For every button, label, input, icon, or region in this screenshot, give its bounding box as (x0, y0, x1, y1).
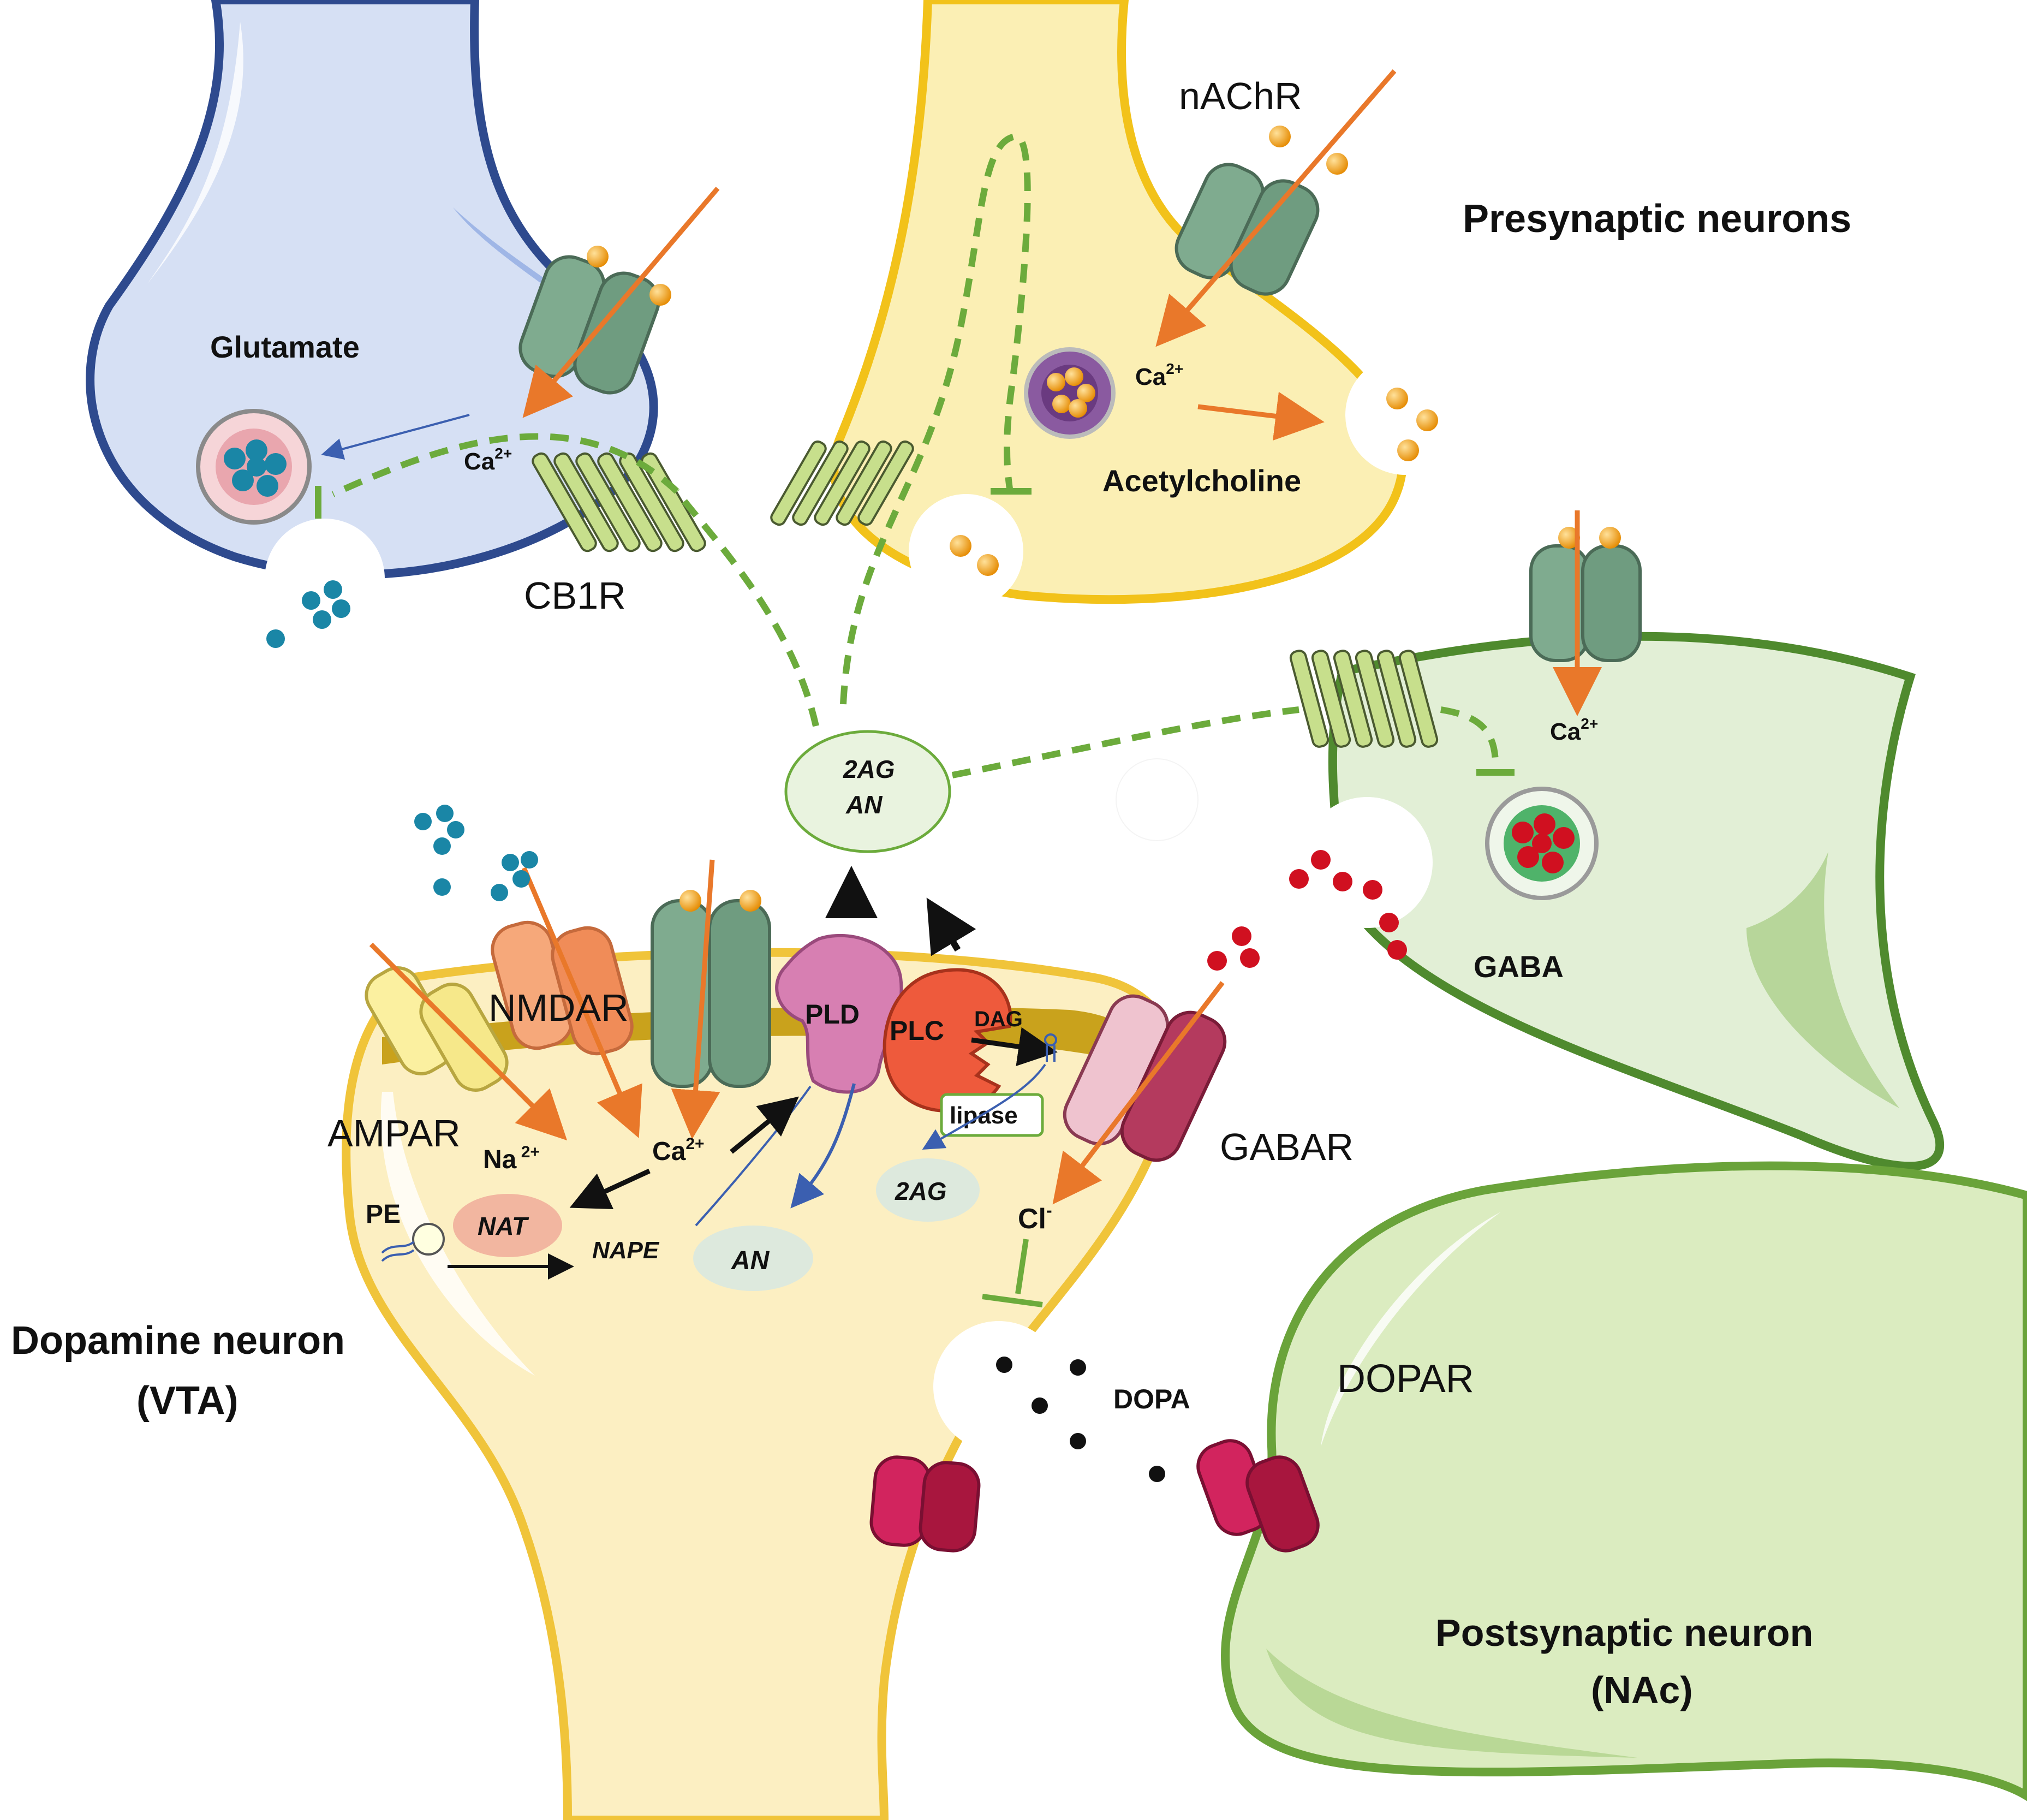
acetylcholine-neuron: nAChR Ca2+ Acetylcholine (770, 0, 1465, 705)
cl-inhibition-line (1015, 1239, 1029, 1294)
pld-to-an-arrow (790, 1083, 856, 1209)
svg-text:Cl-: Cl- (1018, 1200, 1052, 1235)
dopar-receptor-right (1196, 1439, 1320, 1553)
ca-to-pld-arrow (730, 1096, 799, 1154)
na-label: Na (483, 1145, 517, 1174)
glutamate-release (265, 519, 385, 648)
gabar-label: GABAR (1220, 1126, 1354, 1168)
ach-release-left (909, 494, 1023, 609)
acetylcholine-label: Acetylcholine (1102, 463, 1301, 498)
ecb-an-label: AN (845, 790, 883, 819)
ca-influx-arrow-glutamate (522, 187, 720, 418)
pe-molecule (381, 1223, 445, 1262)
ampar-label: AMPAR (327, 1112, 461, 1155)
ca-influx-arrow-dopamine (671, 859, 720, 1139)
cb1r-receptor-glutamate (532, 452, 706, 552)
ach-vesicle (1024, 347, 1116, 439)
retrograde-glutamate-path (674, 489, 819, 727)
twoag-label: 2AG (895, 1177, 947, 1205)
cb1r-receptor-gaba (1289, 650, 1439, 748)
nape-label: NAPE (592, 1237, 660, 1264)
plc-to-ecb-arrow (926, 897, 976, 956)
ca-influx-arrow-nmdar (521, 867, 642, 1138)
inhibition-bar-dopa (982, 1294, 1043, 1307)
ca-label-dopamine: Ca (652, 1137, 686, 1166)
an-label: AN (731, 1246, 770, 1275)
presynaptic-label: Presynaptic neurons (1463, 197, 1851, 241)
lipase-box: lipase (940, 1093, 1044, 1137)
cb1r-label: CB1R (524, 574, 626, 617)
nachr-channel-gaba (1529, 527, 1642, 662)
cl-label: Cl (1018, 1203, 1046, 1235)
ca-influx-arrow-ach (1155, 69, 1397, 347)
nape-to-pld-line (695, 1085, 812, 1227)
dopa-label: DOPA (1113, 1384, 1190, 1414)
dag-molecule (1044, 1033, 1057, 1062)
nac-label: (NAc) (1591, 1669, 1693, 1711)
svg-text:Na 2+: Na 2+ (483, 1143, 540, 1174)
ca-to-nat-arrow (569, 1168, 651, 1210)
nmdar-channel (491, 920, 634, 1056)
ca-sup-dopamine: 2+ (685, 1135, 704, 1153)
ach-release-right (1345, 355, 1465, 475)
dag-to-2ag-arrow (922, 1063, 1046, 1150)
gaba-neuron: Ca2+ GABA (1116, 510, 1944, 1171)
lipase-label: lipase (950, 1102, 1018, 1129)
nachr-label: nAChR (1179, 75, 1302, 117)
pld-enzyme (775, 933, 903, 1094)
dopa-release (933, 1321, 1064, 1452)
ca-to-vesicle-arrow (321, 414, 470, 460)
ecb-ellipse: 2AG AN (784, 730, 951, 853)
postsynaptic-label: Postsynaptic neuron (1435, 1611, 1813, 1654)
nmdar-label: NMDAR (488, 986, 629, 1029)
twoag-bubble: 2AG (876, 1158, 980, 1222)
plc-to-dag-arrow (971, 1027, 1058, 1067)
plc-label: PLC (890, 1015, 944, 1046)
an-bubble: AN (693, 1226, 813, 1291)
nachr-channel-ach (1175, 126, 1348, 296)
dopamine-neuron-label: Dopamine neuron (11, 1319, 345, 1363)
nachr-channel-dopamine (651, 890, 771, 1088)
retrograde-glutamate-path-inner (331, 433, 679, 497)
vta-label: (VTA) (136, 1379, 239, 1423)
gaba-label: GABA (1474, 949, 1564, 984)
ca-label-glutamate: Ca (464, 448, 495, 475)
dag-label: DAG (974, 1007, 1023, 1031)
glutamate-label: Glutamate (210, 330, 360, 364)
svg-text:Ca2+: Ca2+ (464, 445, 512, 475)
ca-sup-glutamate: 2+ (494, 445, 512, 462)
ca-label-gaba: Ca (1550, 718, 1581, 745)
na-sup: 2+ (516, 1143, 540, 1161)
empty-vesicle (1116, 758, 1199, 841)
svg-text:Ca2+: Ca2+ (1550, 715, 1598, 745)
dopar-receptor-left (869, 1455, 981, 1553)
pe-label: PE (366, 1200, 401, 1229)
na-influx-arrow (369, 942, 568, 1141)
ca-label-ach: Ca (1135, 364, 1166, 390)
glutamate-dots (414, 805, 538, 901)
ca-sup-ach: 2+ (1166, 360, 1183, 377)
pld-label: PLD (805, 999, 860, 1030)
glutamate-vesicle (196, 409, 312, 525)
svg-text:Ca2+: Ca2+ (1135, 360, 1183, 390)
cb1r-receptor-ach (770, 440, 914, 526)
dopa-dots (996, 1357, 1165, 1482)
ecb-2ag-label: 2AG (843, 755, 895, 783)
ach-release-arrow (1197, 391, 1325, 441)
glutamate-neuron: Glutamate Ca2+ (86, 0, 720, 648)
ca-sup-gaba: 2+ (1581, 715, 1598, 732)
retrograde-gaba-path (1440, 706, 1499, 765)
retrograde-gaba-main-path (951, 706, 1299, 778)
postsynaptic-neuron: DOPAR Postsynaptic neuron (NAc) (1221, 1161, 2027, 1801)
svg-text:Ca2+: Ca2+ (652, 1135, 705, 1166)
cl-sup: - (1046, 1200, 1052, 1220)
cl-influx-arrow (1052, 981, 1225, 1205)
nat-label: NAT (478, 1212, 529, 1240)
gaba-release (1207, 797, 1433, 971)
dopar-label: DOPAR (1337, 1357, 1474, 1401)
gaba-vesicle (1485, 787, 1599, 900)
nat-bubble: NAT (453, 1194, 562, 1257)
